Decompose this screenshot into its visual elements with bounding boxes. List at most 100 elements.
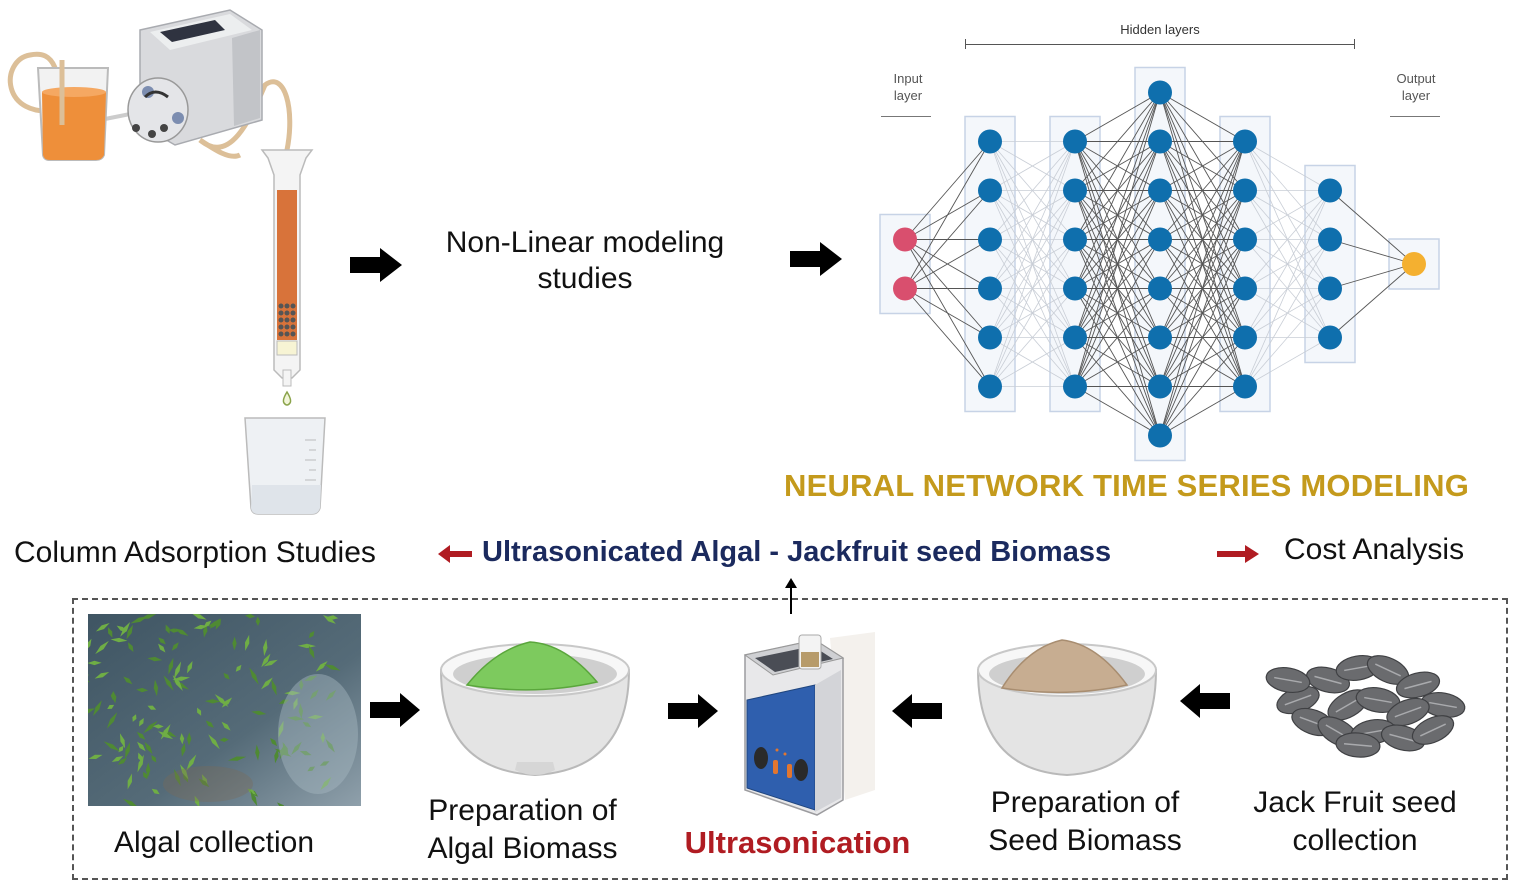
step-label-line1: Ultrasonication	[684, 825, 911, 860]
grass-blade	[187, 661, 193, 674]
seed-stripe	[1404, 680, 1432, 690]
step-label-jackfruit-seed: Jack Fruit seed collection	[1230, 786, 1480, 857]
grass-blade	[88, 680, 90, 683]
grass-blade	[111, 756, 124, 763]
grass-blade	[263, 639, 268, 657]
connection-edge	[1244, 288, 1331, 387]
connection-edge	[904, 288, 991, 387]
grass-blade	[160, 724, 171, 740]
input-node	[893, 276, 917, 301]
output-node	[1402, 252, 1426, 276]
input-node	[893, 227, 917, 252]
hidden-node	[978, 178, 1002, 203]
output-layer-label-line2: layer	[1401, 87, 1431, 103]
output-layer-label: Output layer	[1386, 71, 1446, 105]
hidden-node	[1233, 276, 1257, 301]
connection-edge	[1159, 337, 1246, 436]
grass-blade	[88, 754, 103, 760]
connection-edge	[989, 337, 1076, 387]
grass-blade	[145, 762, 151, 778]
grass-blade	[181, 742, 186, 757]
grass-blade	[157, 731, 174, 740]
right-arrow-icon	[668, 694, 718, 728]
connection-edge	[1074, 386, 1161, 436]
step-label-line2: Algal Biomass	[427, 831, 618, 865]
hidden-node	[978, 276, 1002, 301]
seed-stripe	[1364, 696, 1392, 704]
grass-blade	[270, 738, 278, 747]
hidden-node	[1318, 325, 1342, 350]
connection-edge	[1329, 239, 1415, 265]
connection-edge	[1074, 92, 1161, 240]
hidden-node	[1233, 227, 1257, 252]
connection-edge	[1159, 386, 1246, 436]
step-label-seed-biomass: Preparation of Seed Biomass	[965, 786, 1205, 857]
grass-blade	[276, 802, 285, 806]
grass-blade	[299, 751, 312, 756]
seed-stripe	[1374, 663, 1402, 677]
grass-blade	[298, 703, 304, 719]
grass-blade	[255, 744, 260, 761]
hidden-node	[978, 325, 1002, 350]
grass-blade	[107, 626, 113, 638]
source-beaker-icon	[36, 60, 110, 161]
grass-blade	[158, 643, 166, 653]
grass-blade	[127, 642, 134, 653]
hidden-node	[1063, 178, 1087, 203]
grass-blade	[245, 634, 250, 651]
grass-blade	[274, 748, 279, 764]
cost-analysis-text: Cost Analysis	[1284, 533, 1465, 566]
grass-blade	[293, 697, 298, 710]
step-label-line1: Algal collection	[113, 826, 315, 859]
connection-edge	[904, 141, 991, 240]
grass-blade	[122, 798, 137, 806]
grass-blade	[247, 788, 257, 795]
connection-edge	[1159, 92, 1246, 142]
hidden-node	[1318, 276, 1342, 301]
grass-blade	[221, 721, 231, 731]
grass-blade	[88, 708, 95, 714]
left-arrow-icon	[892, 694, 942, 728]
layer-box	[1219, 115, 1271, 413]
grass-blade	[138, 752, 143, 763]
neural-network-diagram	[879, 66, 1440, 462]
connection-edge	[989, 239, 1076, 387]
bracket-tick	[1354, 39, 1355, 49]
grass-blade	[123, 676, 133, 685]
hidden-layers-bracket	[965, 44, 1355, 45]
column-adsorption-apparatus-icon	[7, 9, 326, 515]
grass-blade	[215, 618, 222, 630]
input-layer-label: Input layer	[878, 71, 938, 105]
grass-blade	[172, 676, 191, 681]
neural-network-title: NEURAL NETWORK TIME SERIES MODELING	[784, 468, 1470, 503]
grass-blade	[126, 624, 133, 640]
grass-blade	[320, 732, 326, 744]
grass-blade	[245, 614, 256, 619]
connection-edge	[1074, 239, 1161, 387]
grass-blade	[255, 616, 261, 627]
up-arrow-icon	[785, 578, 797, 614]
hidden-node	[1063, 374, 1087, 399]
connection-edge	[904, 141, 991, 289]
connection-edge	[989, 141, 1076, 387]
grass-blade	[227, 756, 247, 761]
grass-blade	[192, 614, 207, 620]
grass-blade	[153, 679, 159, 697]
biomass-title: Ultrasonicated Algal - Jackfruit seed Bi…	[482, 536, 1112, 568]
peristaltic-pump-icon	[127, 9, 263, 146]
grass-blade	[205, 720, 214, 728]
grass-blade	[278, 699, 290, 704]
hidden-node	[1148, 80, 1172, 105]
bracket-tick	[965, 39, 966, 49]
connection-edge	[1074, 190, 1161, 387]
right-arrow-icon	[790, 242, 842, 276]
grass-blade	[198, 778, 210, 788]
grass-blade	[88, 638, 92, 649]
connection-edge	[1244, 337, 1331, 387]
step-label-line2: Seed Biomass	[988, 823, 1182, 857]
grass-blade	[151, 754, 157, 763]
connection-edge	[1244, 190, 1331, 338]
grass-blade	[168, 628, 180, 633]
connection-edge	[1244, 190, 1331, 289]
grass-blade	[136, 687, 149, 693]
